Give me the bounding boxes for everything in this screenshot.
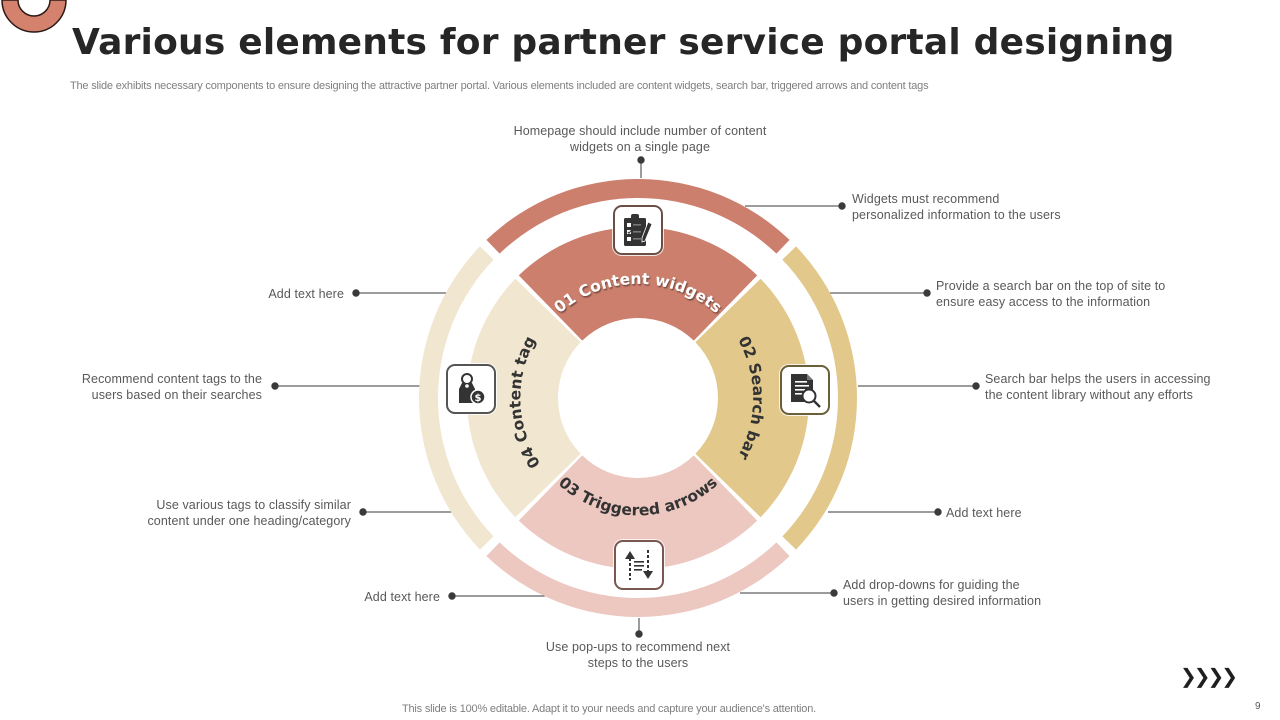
inner-segment-widgets[interactable] <box>518 227 758 341</box>
segment-icon-box-search <box>780 365 830 415</box>
outer-ring-segment-widgets <box>486 179 790 254</box>
connector-dot <box>271 382 279 390</box>
segment-icon-box-widgets <box>613 205 663 255</box>
decorative-half-ring <box>1 0 67 33</box>
connectors <box>271 156 980 638</box>
svg-text:$: $ <box>475 393 482 404</box>
footer-note: This slide is 100% editable. Adapt it to… <box>402 703 816 715</box>
connector-dot <box>838 202 846 210</box>
note-top: Homepage should include number of conten… <box>513 124 767 154</box>
document-search-icon <box>791 374 821 408</box>
connector-dot <box>934 508 942 516</box>
outer-ring-segment-search <box>782 246 857 550</box>
note-right-1: Provide a search bar on the top of site … <box>936 279 1166 309</box>
inner-segment-tags[interactable] <box>467 278 581 518</box>
connector-dot <box>830 589 838 597</box>
segment-icon-box-arrows <box>614 540 664 590</box>
slide-title: Various elements for partner service por… <box>72 22 1175 63</box>
clipboard-checklist-icon <box>624 214 653 246</box>
connector-dot <box>448 592 456 600</box>
connector-dot <box>352 289 360 297</box>
outer-ring-segment-arrows <box>486 542 790 617</box>
inner-segment-search[interactable] <box>695 278 809 518</box>
connector-dot <box>637 156 645 164</box>
note-left-1: Add text here <box>268 287 344 301</box>
note-bottom-left: Add text here <box>364 590 440 604</box>
sort-arrows-icon <box>625 550 653 580</box>
slide-subtitle: The slide exhibits necessary components … <box>70 80 929 92</box>
price-tag-dollar-icon: $ <box>459 373 486 405</box>
connector-dot <box>972 382 980 390</box>
page-number: 9 <box>1255 701 1261 712</box>
connector-dot <box>635 630 643 638</box>
chevrons-right-icon[interactable]: ❯❯❯❯ <box>1180 664 1238 688</box>
segment-icon-box-tags: $ <box>446 364 496 414</box>
note-right-3: Add text here <box>946 506 1022 520</box>
inner-segment-arrows[interactable] <box>518 455 758 569</box>
outer-ring-segment-tags <box>419 246 494 550</box>
connector-dot <box>923 289 931 297</box>
connector-dot <box>359 508 367 516</box>
